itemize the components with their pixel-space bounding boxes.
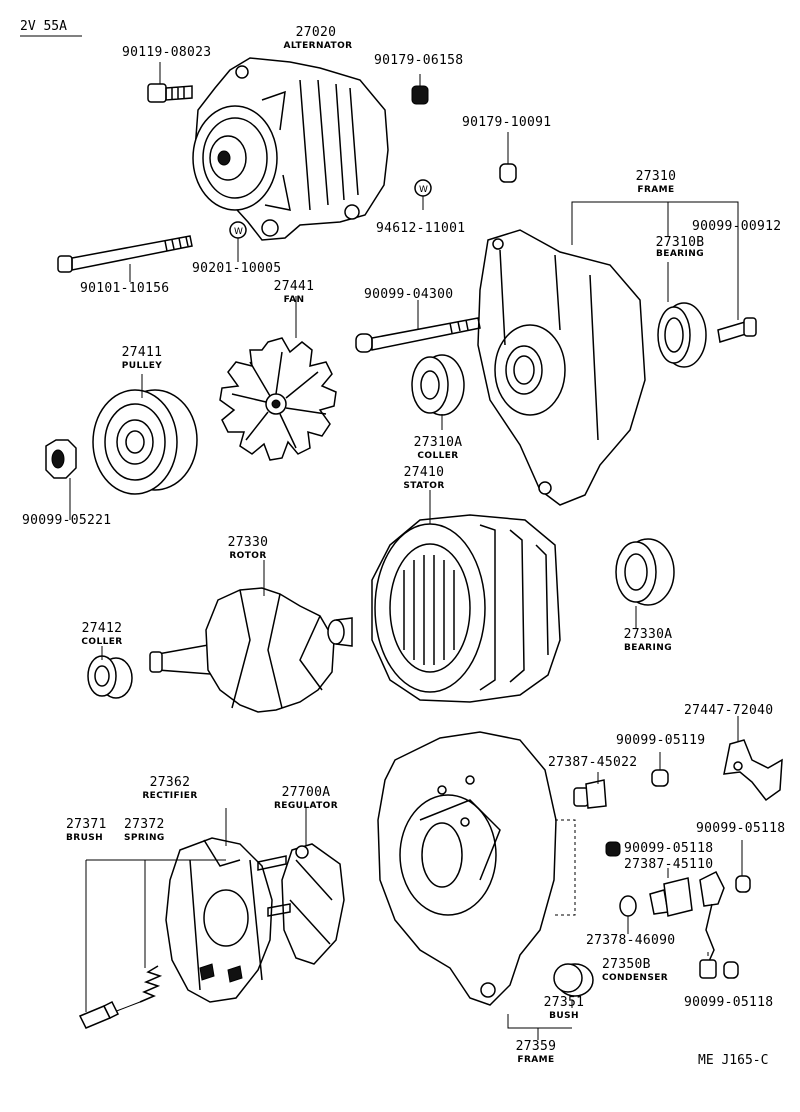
label-27411-name: PULLEY	[121, 361, 163, 371]
label-27387-45110: 27387-45110	[624, 857, 714, 872]
label-27362-pn: 27362	[149, 775, 191, 790]
label-27447-72040: 27447-72040	[684, 703, 774, 718]
bolt-10156-drawing	[57, 235, 193, 273]
label-27362-name: RECTIFIER	[142, 791, 198, 801]
nut-05118-b-drawing	[735, 875, 751, 893]
diagram-code: ME J165-C	[698, 1053, 769, 1068]
label-27310a-name: COLLER	[417, 451, 459, 461]
label-27020-name: ALTERNATOR	[283, 41, 353, 51]
label-90099-05118-b: 90099-05118	[696, 821, 786, 836]
model-header: 2V 55A	[20, 19, 67, 34]
frame-27359-drawing	[377, 731, 557, 1006]
label-94612-11001: 94612-11001	[376, 221, 466, 236]
label-27387-45022: 27387-45022	[548, 755, 638, 770]
nut-06158-drawing	[411, 85, 429, 105]
label-90099-05119: 90099-05119	[616, 733, 706, 748]
label-27372-pn: 27372	[124, 817, 165, 832]
label-27412-name: COLLER	[81, 637, 123, 647]
label-27410-name: STATOR	[403, 481, 445, 491]
pulley-drawing	[92, 389, 198, 495]
label-27310b-name: BEARING	[656, 249, 704, 259]
label-27359-pn: 27359	[515, 1039, 557, 1054]
label-27310-pn: 27310	[635, 169, 677, 184]
label-90099-05221: 90099-05221	[22, 513, 112, 528]
label-90099-05118-c: 90099-05118	[684, 995, 774, 1010]
label-90099-05118-a: 90099-05118	[624, 841, 714, 856]
rotor-drawing	[149, 587, 353, 713]
label-90099-00912: 90099-00912	[692, 219, 782, 234]
label-27441-pn: 27441	[273, 279, 315, 294]
label-27310-name: FRAME	[637, 185, 675, 195]
label-27330-pn: 27330	[227, 535, 269, 550]
nut-05118-a-drawing	[605, 841, 621, 857]
label-27410-pn: 27410	[403, 465, 445, 480]
washer-11001-drawing: W	[414, 179, 432, 197]
label-27700a-name: REGULATOR	[273, 801, 339, 811]
label-27350b-pn: 27350B	[602, 957, 651, 972]
insulator-45110-drawing	[649, 877, 693, 917]
label-90179-10091: 90179-10091	[462, 115, 552, 130]
screw-00912-drawing	[717, 317, 757, 343]
bush-27351-drawing	[553, 963, 594, 997]
label-27378-46090: 27378-46090	[586, 933, 676, 948]
svg-text:W: W	[234, 227, 243, 237]
label-90119-08023: 90119-08023	[122, 45, 212, 60]
label-90179-06158: 90179-06158	[374, 53, 464, 68]
coller-27310a-drawing	[411, 354, 465, 416]
label-90099-04300: 90099-04300	[364, 287, 454, 302]
washer-10005-drawing: W	[229, 221, 247, 239]
washer-46090-drawing	[619, 895, 637, 917]
nut-05119-drawing	[651, 769, 669, 787]
insulator-45022-drawing	[573, 779, 607, 809]
label-27350b-name: CONDENSER	[602, 973, 669, 983]
bearing-27330a-drawing	[615, 538, 675, 606]
regulator-drawing	[257, 843, 345, 965]
label-27351-pn: 27351	[543, 995, 585, 1010]
label-27020-pn: 27020	[295, 25, 337, 40]
label-27372-name: SPRING	[124, 833, 165, 843]
alternator-assembly-drawing	[192, 57, 389, 241]
bearing-27310b-drawing	[657, 302, 707, 368]
label-27330-name: ROTOR	[229, 551, 267, 561]
label-27330a-pn: 27330A	[623, 627, 673, 642]
condenser-drawing	[699, 870, 725, 979]
nut-05118-c-drawing	[723, 961, 739, 979]
fan-drawing	[219, 337, 337, 461]
rectifier-drawing	[165, 837, 273, 1003]
bolt-08023-drawing	[147, 83, 193, 103]
label-27411-pn: 27411	[121, 345, 163, 360]
plate-72040-drawing	[723, 739, 783, 802]
label-27310a-pn: 27310A	[413, 435, 463, 450]
label-27412-pn: 27412	[81, 621, 123, 636]
nut-10091-drawing	[499, 163, 517, 183]
spring-drawing	[113, 965, 163, 1013]
svg-text:W: W	[419, 185, 428, 195]
frame-27310-drawing	[477, 229, 646, 506]
label-90201-10005: 90201-10005	[192, 261, 282, 276]
nut-05221-drawing	[45, 439, 77, 479]
brush-drawing	[78, 1000, 120, 1029]
label-27371-name: BRUSH	[66, 833, 104, 843]
label-27371-pn: 27371	[66, 817, 107, 832]
label-27700a-pn: 27700A	[281, 785, 331, 800]
label-27351-name: BUSH	[549, 1011, 579, 1021]
label-27330a-name: BEARING	[624, 643, 672, 653]
label-27441-name: FAN	[283, 295, 305, 305]
label-90101-10156: 90101-10156	[80, 281, 170, 296]
stator-drawing	[371, 514, 561, 703]
coller-27412-drawing	[87, 655, 133, 699]
label-27310b-pn: 27310B	[655, 235, 705, 250]
label-27359-name: FRAME	[517, 1055, 555, 1065]
bolt-04300-drawing	[355, 317, 481, 353]
